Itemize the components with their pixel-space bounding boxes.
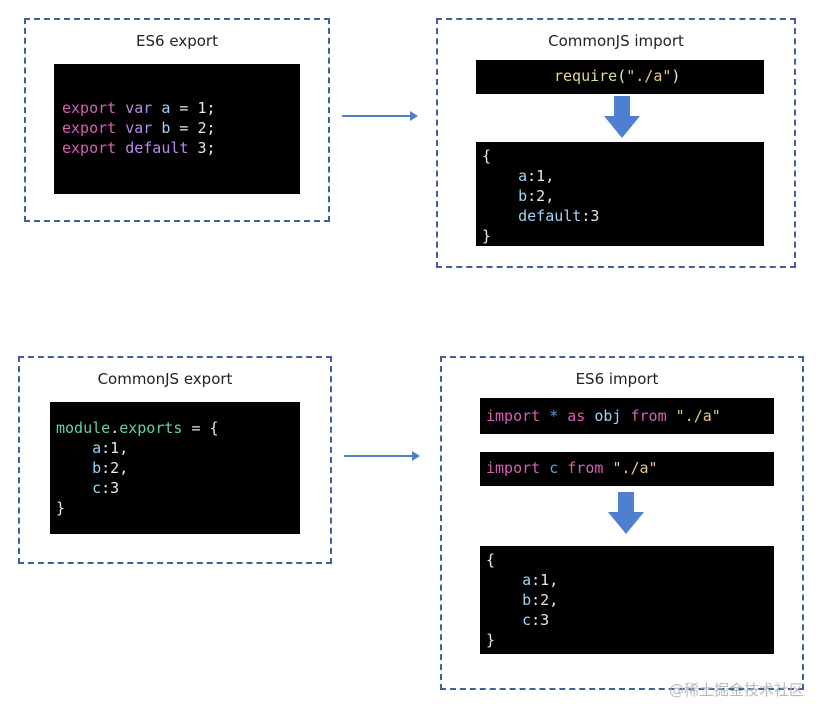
result-code-block: { a:1, b:2, c:3}: [480, 546, 774, 654]
code-line: }: [482, 226, 764, 246]
code-token: require: [554, 67, 618, 85]
code-line: a:1,: [56, 438, 300, 458]
code-token: :2,: [101, 459, 129, 477]
code-token: :1,: [101, 439, 129, 457]
code-line: export default 3;: [62, 138, 300, 158]
code-token: c: [549, 459, 568, 477]
code-token: :3: [101, 479, 120, 497]
code-token: export: [62, 119, 126, 137]
code-token: module: [56, 419, 111, 437]
code-line: b:2,: [486, 590, 774, 610]
code-block: export var a = 1;export var b = 2;export…: [54, 64, 300, 194]
code-token: a: [482, 167, 528, 185]
code-token: ): [671, 67, 681, 85]
code-line: export var b = 2;: [62, 118, 300, 138]
code-token: exports: [119, 419, 183, 437]
code-token: :2,: [531, 591, 559, 609]
down-arrow-icon: [608, 492, 644, 534]
import-c-code-block: import c from "./a": [480, 452, 774, 486]
code-block: module.exports = { a:1, b:2, c:3}: [50, 402, 300, 534]
code-token: 3;: [197, 139, 216, 157]
code-line: import * as obj from "./a": [486, 406, 774, 426]
code-token: import: [486, 407, 550, 425]
code-token: import: [486, 459, 550, 477]
code-token: :3: [581, 207, 600, 225]
down-arrow-icon: [604, 96, 640, 138]
code-token: {: [486, 551, 496, 569]
panel-title: ES6 export: [136, 32, 218, 50]
code-token: :3: [531, 611, 550, 629]
code-token: :1,: [527, 167, 555, 185]
code-token: a: [486, 571, 532, 589]
code-token: :1,: [531, 571, 559, 589]
panel-title: ES6 import: [575, 370, 659, 388]
code-token: :2,: [527, 187, 555, 205]
code-token: "./a": [675, 407, 721, 425]
code-token: var: [125, 99, 162, 117]
code-token: export: [62, 139, 126, 157]
code-token: = {: [182, 419, 219, 437]
code-token: a: [56, 439, 102, 457]
code-token: default: [125, 139, 198, 157]
code-token: from: [630, 407, 676, 425]
commonjs-import-panel: CommonJS import require("./a") { a:1, b:…: [436, 18, 796, 268]
code-token: export: [62, 99, 126, 117]
code-line: c:3: [486, 610, 774, 630]
code-token: = 2;: [170, 119, 216, 137]
right-arrow-icon: [344, 451, 420, 461]
code-line: default:3: [482, 206, 764, 226]
code-line: module.exports = {: [56, 418, 300, 438]
code-line: import c from "./a": [486, 458, 774, 478]
code-token: as: [567, 407, 595, 425]
code-token: obj: [594, 407, 631, 425]
result-code-block: { a:1, b:2, default:3}: [476, 142, 764, 246]
code-token: }: [486, 631, 496, 649]
code-token: b: [161, 119, 171, 137]
code-token: c: [486, 611, 532, 629]
code-token: .: [110, 419, 120, 437]
code-token: "./a": [612, 459, 658, 477]
code-line: export var a = 1;: [62, 98, 300, 118]
code-token: }: [56, 499, 66, 517]
panel-title: CommonJS export: [97, 370, 233, 388]
code-line: c:3: [56, 478, 300, 498]
code-token: b: [482, 187, 528, 205]
commonjs-export-panel: CommonJS export module.exports = { a:1, …: [18, 356, 332, 564]
code-token: }: [482, 227, 492, 245]
watermark: @稀土掘金技术社区: [668, 681, 804, 699]
code-token: (: [617, 67, 627, 85]
code-token: *: [549, 407, 568, 425]
code-token: a: [161, 99, 171, 117]
code-line: b:2,: [482, 186, 764, 206]
code-token: b: [56, 459, 102, 477]
code-token: var: [125, 119, 162, 137]
code-line: }: [486, 630, 774, 650]
code-token: b: [486, 591, 532, 609]
code-line: {: [482, 146, 764, 166]
right-arrow-icon: [342, 111, 418, 121]
code-line: a:1,: [482, 166, 764, 186]
panel-title: CommonJS import: [548, 32, 684, 50]
require-code-block: require("./a"): [476, 60, 764, 94]
code-line: require("./a"): [554, 66, 764, 86]
code-line: }: [56, 498, 300, 518]
code-token: = 1;: [170, 99, 216, 117]
es6-import-panel: ES6 import import * as obj from "./a" im…: [440, 356, 804, 690]
code-line: {: [486, 550, 774, 570]
code-token: default: [482, 207, 582, 225]
code-token: {: [482, 147, 492, 165]
es6-export-panel: ES6 export export var a = 1;export var b…: [24, 18, 330, 222]
code-token: from: [567, 459, 613, 477]
code-line: b:2,: [56, 458, 300, 478]
import-star-code-block: import * as obj from "./a": [480, 398, 774, 434]
code-token: "./a": [626, 67, 672, 85]
code-line: a:1,: [486, 570, 774, 590]
code-token: c: [56, 479, 102, 497]
